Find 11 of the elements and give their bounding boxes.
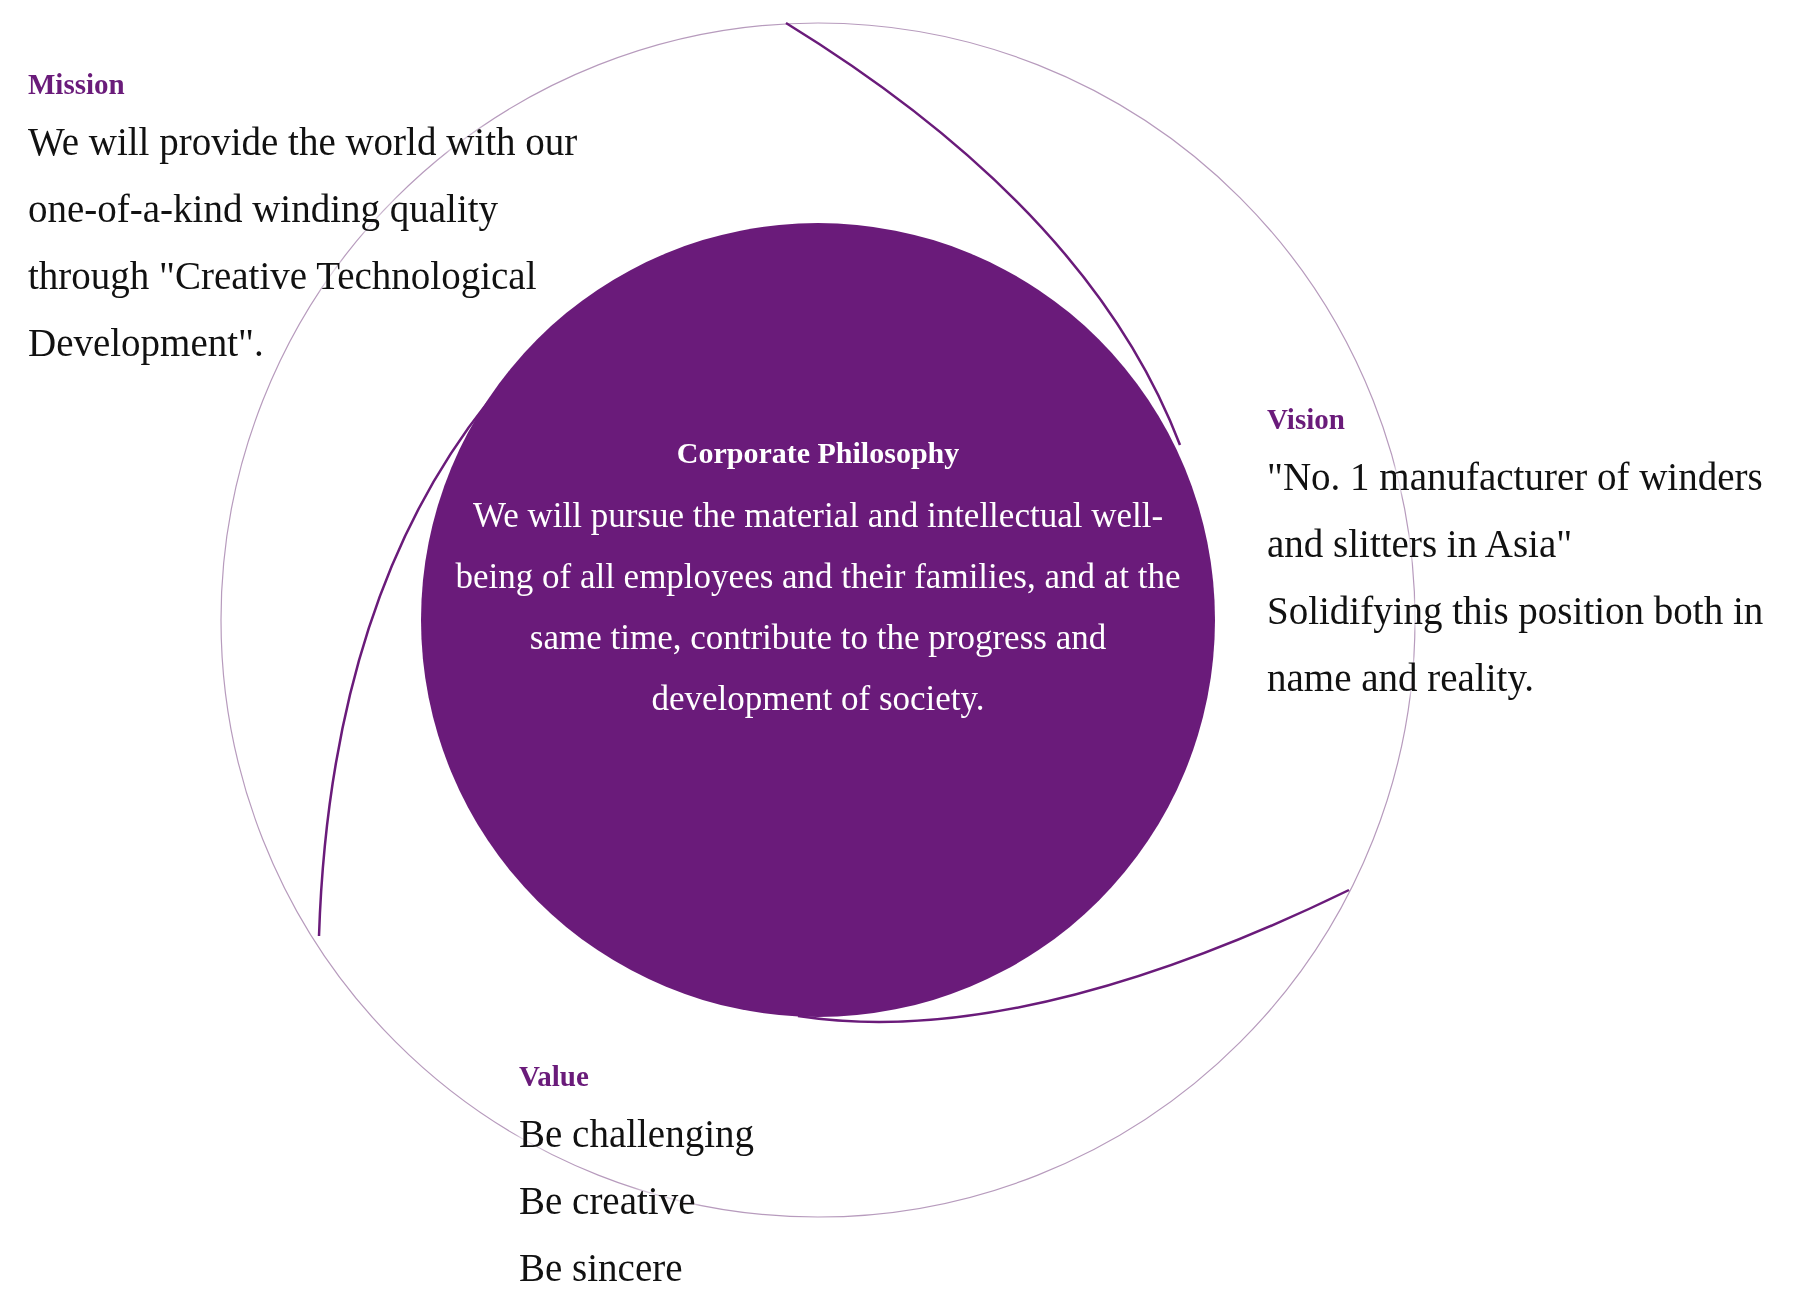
section-text: Be sincere [519, 1245, 684, 1291]
section-heading: Mission [28, 67, 126, 102]
section-heading: Value [519, 1059, 590, 1094]
section-text: Be creative [519, 1178, 697, 1224]
circle-text: We will pursue the material and intellectual well-being of all employees and their families, and at the same time, contribute to the progress and development of society. [454, 495, 1182, 720]
section-text: Be challenging [519, 1111, 755, 1158]
section-text: Solidifying this position both in name and reality. [1267, 588, 1765, 702]
section-text: "No. 1 manufacturer of winders and slitters in Asia" [1267, 454, 1764, 567]
circle-heading: Corporate Philosophy [676, 435, 960, 471]
section-heading: Vision [1267, 402, 1346, 437]
section-text: We will provide the world with our one-of-a-kind winding quality through "Creative Technological Development". [28, 119, 579, 367]
